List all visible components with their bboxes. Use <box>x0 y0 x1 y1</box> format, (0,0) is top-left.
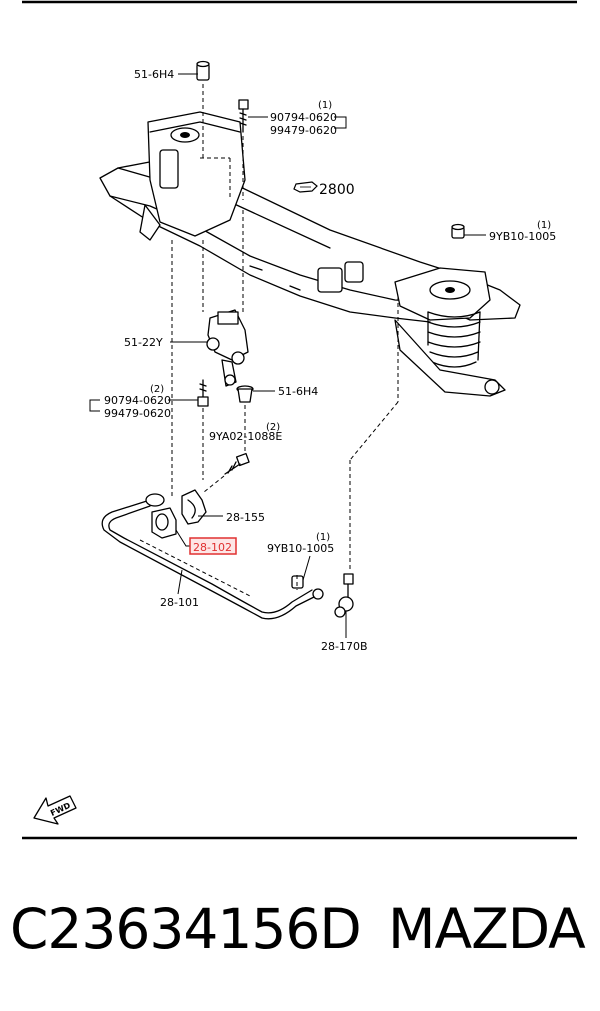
nut-right <box>451 223 465 239</box>
part-number: C23634156D <box>10 897 362 961</box>
crossmember <box>99 111 521 397</box>
label-bolt-mid-a: 90794-0620 <box>104 394 171 407</box>
qty-nut-link: (1) <box>316 532 330 543</box>
label-bolt-top-b: 99479-0620 <box>270 124 337 137</box>
label-nut-top: 51-6H4 <box>134 68 174 81</box>
coil-spring <box>427 311 481 368</box>
nut-top <box>196 60 210 81</box>
bushing <box>151 507 177 539</box>
assembly-lines <box>139 84 399 597</box>
hand-pointer-icon <box>293 181 318 193</box>
bolt-bushing <box>224 452 250 475</box>
label-bolt-mid-b: 99479-0620 <box>104 407 171 420</box>
bolt-mid <box>197 379 209 407</box>
qty-bolt-mid: (2) <box>150 384 164 395</box>
label-nut-mid: 51-6H4 <box>278 385 318 398</box>
stabilizer-bar <box>101 493 324 620</box>
label-bracket: 51-22Y <box>124 336 163 349</box>
label-nut-right: 9YB10-1005 <box>489 230 556 243</box>
fwd-arrow-icon: FWD <box>33 795 77 825</box>
qty-bolt-top: (1) <box>318 100 332 111</box>
bolt-top <box>238 99 249 133</box>
bracket <box>206 309 249 387</box>
label-bushing: 28-102 <box>193 541 232 554</box>
qty-nut-right: (1) <box>537 220 551 231</box>
brand-name: MAZDA <box>388 897 586 961</box>
label-crossmember: 2800 <box>319 182 355 198</box>
stabilizer-link <box>334 573 354 618</box>
label-bolt-bushing: 9YA02-1088E <box>209 430 282 443</box>
bushing-highlight: 28-102 <box>189 537 237 555</box>
label-nut-link: 9YB10-1005 <box>267 542 334 555</box>
label-bolt-top-a: 90794-0620 <box>270 111 337 124</box>
nut-mid <box>236 385 254 403</box>
label-clamp: 28-155 <box>226 511 265 524</box>
clamp <box>181 489 207 525</box>
label-link: 28-170B <box>321 640 368 653</box>
label-stabilizer-bar: 28-101 <box>160 596 199 609</box>
leader-lines <box>89 73 486 638</box>
qty-bolt-bushing: (2) <box>266 422 280 433</box>
